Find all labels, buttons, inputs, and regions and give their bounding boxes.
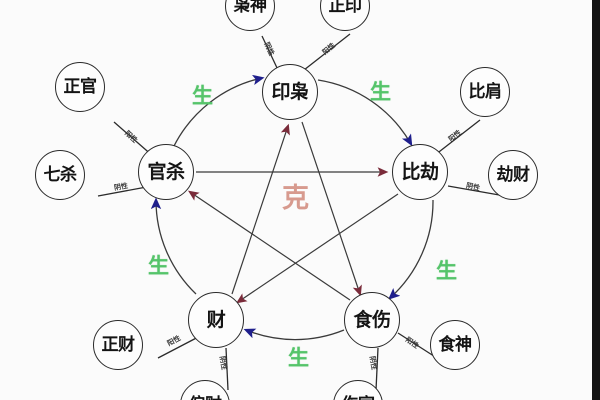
node-label: 正财 [101,334,136,355]
node-label: 比劫 [401,160,439,183]
node-label: 七杀 [43,164,78,185]
line-yinxiao-to-shishang [301,121,362,297]
arc-guansha-to-yinxiao [173,74,265,147]
node-label: 劫财 [496,164,531,185]
node-zheng-guan[interactable]: 正官 [55,62,105,112]
line-bijie-to-cai [236,193,399,304]
node-label: 印枭 [271,80,309,103]
generate-label-left: 生 [148,254,169,278]
generate-label-top-left: 生 [192,84,213,108]
stem-cai-piancai [225,347,229,391]
node-cai[interactable]: 财 [188,292,244,348]
stem-bijie-bijian [434,119,481,156]
node-label: 偏财 [189,396,223,400]
stem-yinxiao-xiaoshen [261,35,279,71]
line-shishang-to-guansha [188,190,351,301]
node-label: 比肩 [468,81,503,102]
line-cai-to-yinxiao [231,123,290,295]
node-label: 食神 [438,334,473,355]
arc-cai-to-guansha [150,197,197,295]
node-bi-jian[interactable]: 比肩 [460,67,510,117]
node-guan-sha[interactable]: 官杀 [138,144,194,200]
node-jie-cai[interactable]: 劫财 [488,150,538,200]
node-yin-xiao[interactable]: 印枭 [262,64,318,120]
arc-bijie-to-shishang [388,199,434,300]
node-shi-shang[interactable]: 食伤 [344,292,400,348]
generate-label-top-right: 生 [370,80,391,104]
stem-bijie-jiecai [447,185,506,197]
stem-yinxiao-zhengyin [303,33,351,71]
node-label: 正印 [328,0,363,16]
overcome-center-label: 克 [282,183,309,214]
node-label: 枭神 [233,0,268,16]
generate-label-right: 生 [436,259,457,283]
stem-shishang-shangguan [375,347,379,391]
node-bi-jie[interactable]: 比劫 [392,144,448,200]
generate-label-bottom: 生 [288,346,309,370]
node-label: 正官 [63,76,98,97]
node-zheng-cai[interactable]: 正财 [93,320,143,370]
arc-yinxiao-to-bijie [317,79,413,147]
overcoming-cycle-pentagram [188,121,399,304]
node-label: 官杀 [147,160,185,183]
node-shi-shen[interactable]: 食神 [430,320,480,370]
node-qi-sha[interactable]: 七杀 [35,150,85,200]
right-black-border [592,0,600,400]
arc-shishang-to-cai [243,328,345,341]
generating-cycle-arcs [150,74,434,341]
node-label: 财 [206,308,226,331]
node-label: 食伤 [353,308,391,331]
node-label: 伤官 [342,396,376,400]
